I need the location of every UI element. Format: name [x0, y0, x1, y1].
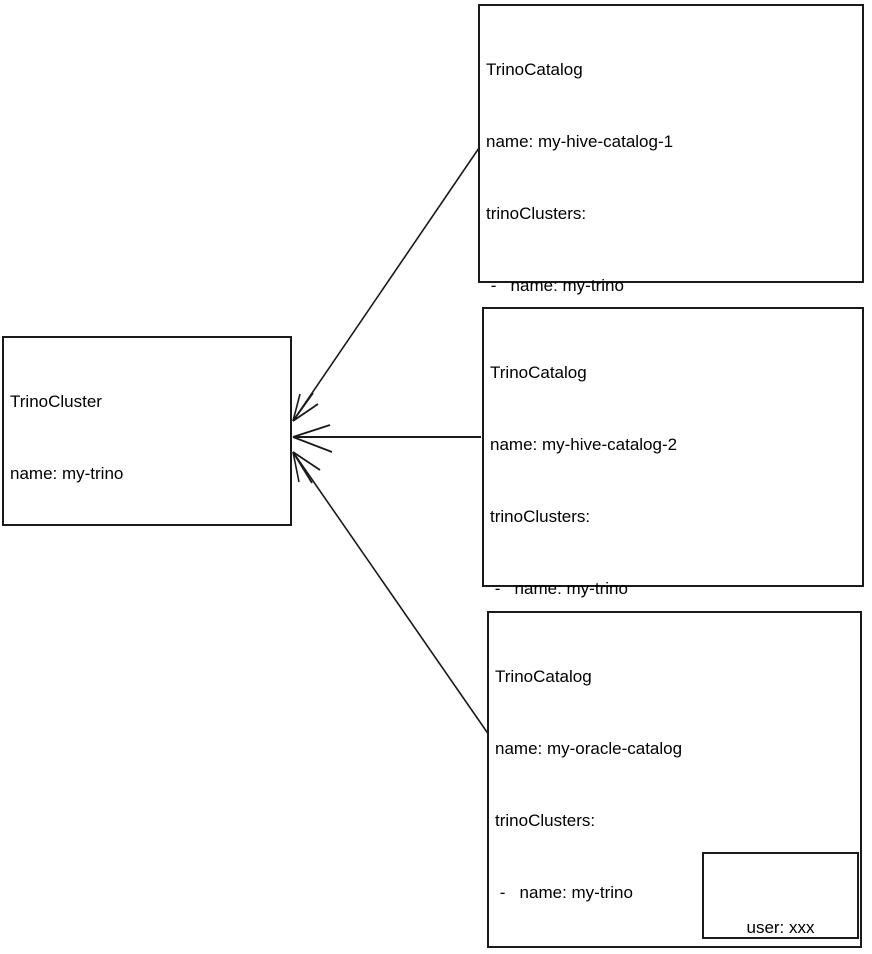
trino-cluster-line: TrinoCluster [10, 392, 102, 411]
trino-catalog-node-hive-1[interactable]: TrinoCatalog name: my-hive-catalog-1 tri… [478, 4, 864, 655]
secret-line: user: xxx [746, 918, 815, 937]
catalog-line: name: my-hive-catalog-2 [490, 435, 678, 454]
catalog-line: TrinoCatalog [486, 60, 583, 79]
catalog-line: - name: my-trino [490, 579, 628, 598]
catalog-line: trinoClusters: [490, 507, 591, 526]
trino-catalog-node-hive-2[interactable]: TrinoCatalog name: my-hive-catalog-2 tri… [482, 307, 864, 886]
catalog-line: TrinoCatalog [490, 363, 587, 382]
catalog-line: TrinoCatalog [495, 667, 592, 686]
trino-catalog-node-oracle-text: TrinoCatalog name: my-oracle-catalog tri… [495, 617, 856, 954]
edge-hive-catalog-1-to-cluster [292, 147, 480, 422]
trino-cluster-node[interactable]: TrinoCluster name: my-trino [2, 336, 292, 526]
edge-hive-catalog-2-to-cluster [292, 424, 481, 453]
catalog-line: name: my-hive-catalog-1 [486, 132, 674, 151]
catalog-line: trinoClusters: [495, 811, 596, 830]
trino-cluster-line: name: my-trino [10, 464, 124, 483]
catalog-line: - name: my-trino [495, 883, 633, 902]
catalog-line: - name: my-trino [486, 276, 624, 295]
catalog-line: name: my-oracle-catalog [495, 739, 683, 758]
trino-cluster-node-text: TrinoCluster name: my-trino [10, 342, 286, 534]
oracle-credentials-secret-node[interactable]: user: xxx password: xxx [702, 852, 859, 939]
catalog-line: trinoClusters: [486, 204, 587, 223]
oracle-credentials-secret-text: user: xxx password: xxx [704, 868, 857, 954]
edge-oracle-catalog-to-cluster [292, 451, 490, 736]
